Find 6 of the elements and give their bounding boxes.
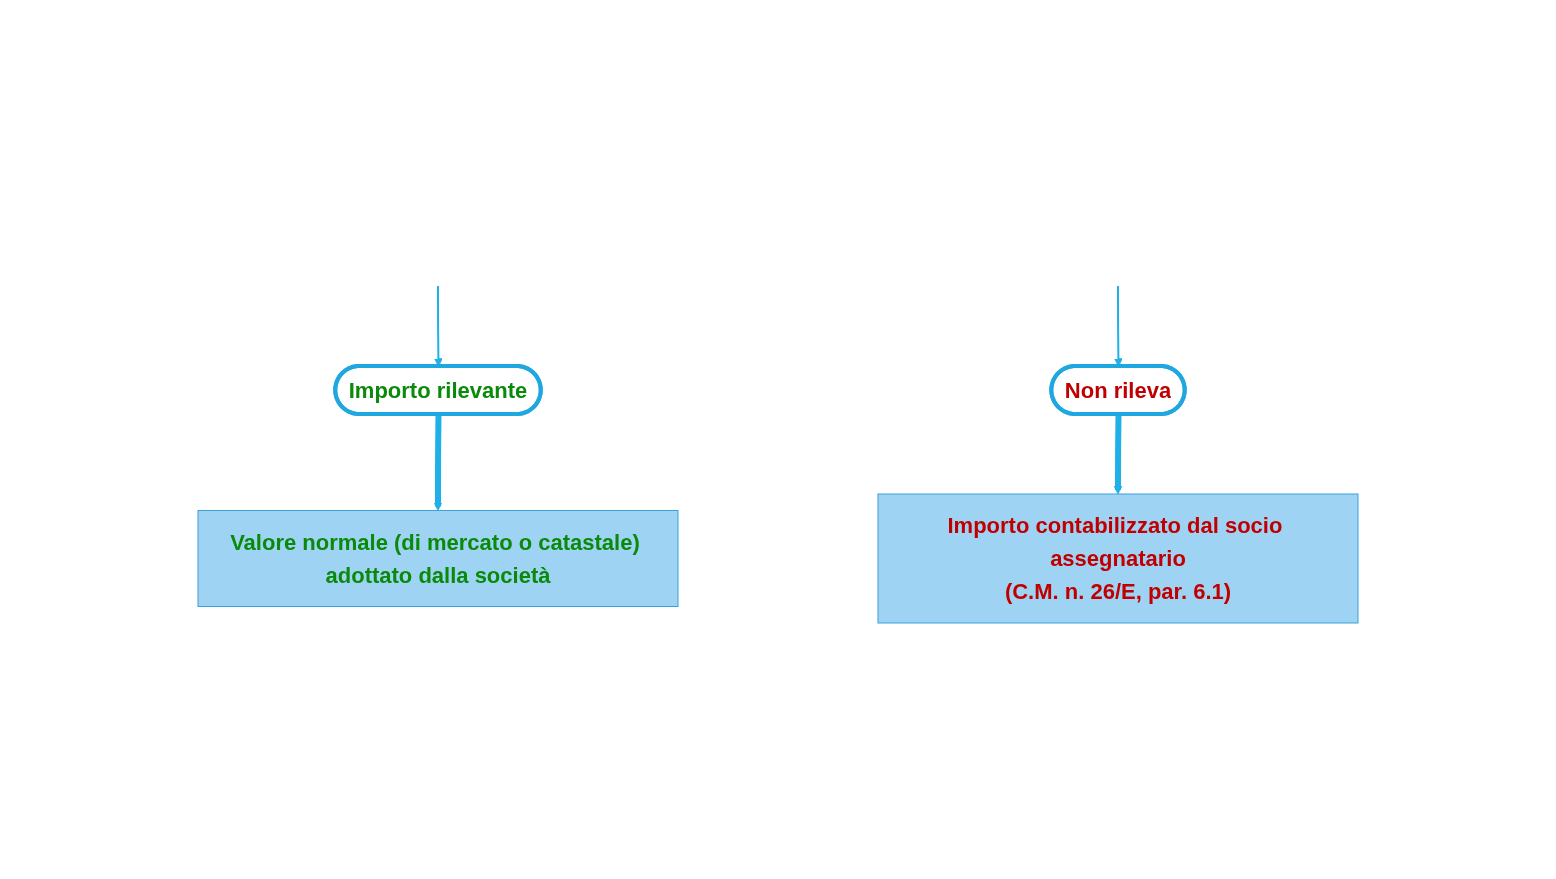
arrow — [434, 285, 443, 367]
node-box: Importo contabilizzato dal socio assegnatario (C.M. n. 26/E, par. 6.1) — [877, 493, 1359, 624]
node-box: Valore normale (di mercato o catastale) adottato dalla società — [197, 510, 679, 607]
arrow — [1114, 285, 1123, 367]
arrow — [1113, 414, 1123, 495]
arrow — [433, 414, 443, 511]
